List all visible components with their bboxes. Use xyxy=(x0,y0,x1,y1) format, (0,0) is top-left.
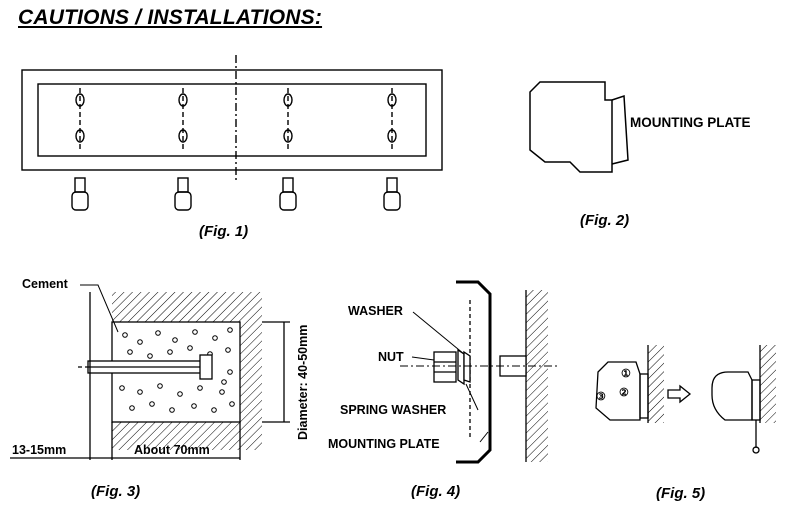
fig3-drawing xyxy=(10,284,290,460)
fig3-cement-label: Cement xyxy=(22,277,68,291)
fig5-step1-label: ① xyxy=(621,368,631,380)
fig4-spring-washer-label: SPRING WASHER xyxy=(340,403,447,417)
fig4-caption: (Fig. 4) xyxy=(411,483,461,500)
fig1-screw-2 xyxy=(174,88,192,211)
fig2-mounting-plate-label: MOUNTING PLATE xyxy=(630,115,751,130)
fig2-drawing xyxy=(529,81,629,173)
fig4-washer-label: WASHER xyxy=(348,304,403,318)
fig3-length-label: About 70mm xyxy=(134,443,210,457)
fig4-drawing xyxy=(400,280,560,464)
fig3-depth-label: 13-15mm xyxy=(12,443,67,457)
fig5-step2-label: ② xyxy=(619,387,629,399)
fig5-step3-label: ③ xyxy=(596,391,606,403)
fig3-diameter-label: Diameter: 40-50mm xyxy=(296,324,310,440)
fig3-caption: (Fig. 3) xyxy=(91,483,141,500)
fig5-drawing xyxy=(595,345,776,454)
fig1-screw-1 xyxy=(71,88,89,211)
fig5-caption: (Fig. 5) xyxy=(656,485,706,502)
fig1-caption: (Fig. 1) xyxy=(199,223,249,240)
fig1-drawing xyxy=(21,55,443,211)
fig4-nut-label: NUT xyxy=(378,350,404,364)
page-title: CAUTIONS / INSTALLATIONS: xyxy=(18,6,323,29)
fig1-screw-3 xyxy=(279,88,297,211)
fig1-screw-4 xyxy=(383,88,401,211)
fig2-caption: (Fig. 2) xyxy=(580,212,630,229)
fig4-mounting-plate-label: MOUNTING PLATE xyxy=(328,437,440,451)
